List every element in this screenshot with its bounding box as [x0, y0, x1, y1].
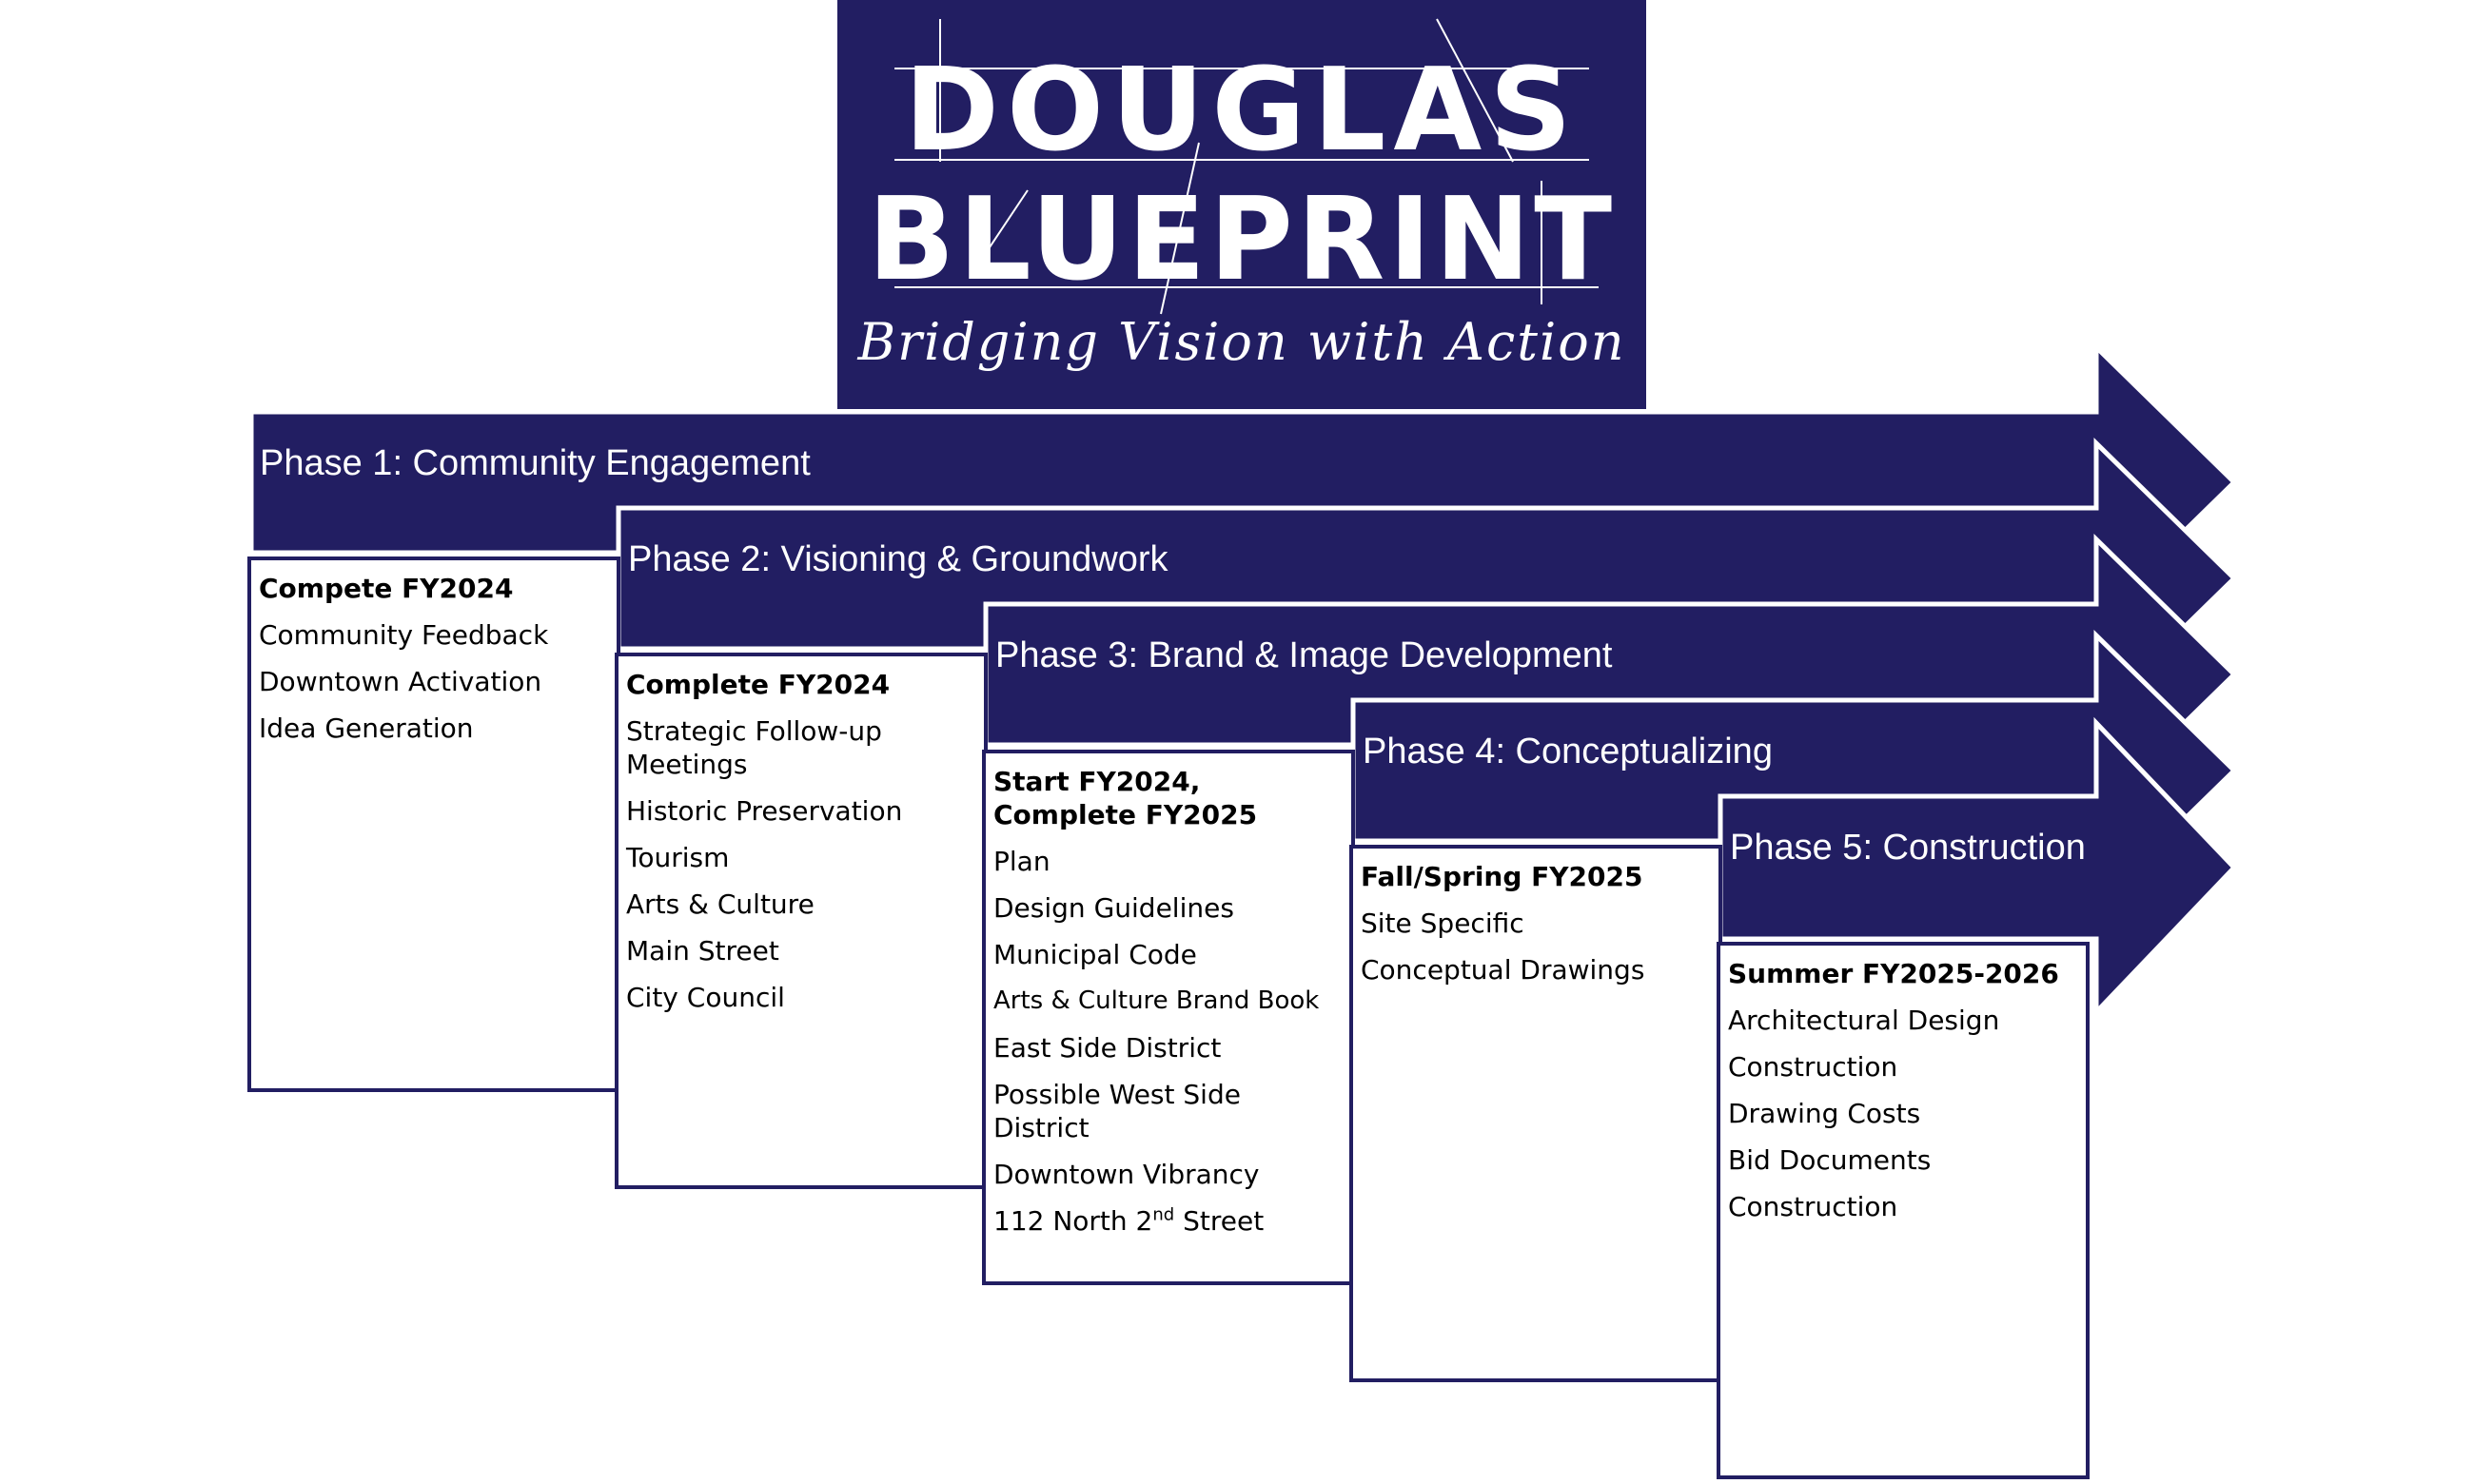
phase-5-item: Architectural Design	[1728, 1005, 2000, 1036]
phase-2-item: Arts & Culture	[626, 888, 815, 920]
phase-1-title: Phase 1: Community Engagement	[260, 443, 811, 483]
phase-1-status: Compete FY2024	[259, 573, 514, 604]
phase-3-details: Start FY2024, Complete FY2025 Plan Desig…	[982, 750, 1355, 1285]
phase-2-item: Strategic Follow-up Meetings	[626, 715, 882, 780]
phase-3-item: Downtown Vibrancy	[993, 1159, 1260, 1190]
blueprint-sketch-lines	[894, 18, 1599, 315]
phase-1-item: Downtown Activation	[259, 666, 542, 697]
douglas-blueprint-logo: DOUGLAS BLUEPRINT Bridging Vision with A…	[837, 0, 1646, 409]
phase-5-item: Construction	[1728, 1051, 1898, 1083]
phase-4-title: Phase 4: Conceptualizing	[1363, 732, 1773, 771]
phase-2-details: Complete FY2024 Strategic Follow-up Meet…	[615, 653, 988, 1189]
phase-3-status: Start FY2024, Complete FY2025	[993, 766, 1258, 830]
phase-1-item: Community Feedback	[259, 619, 549, 651]
phase-5-status: Summer FY2025-2026	[1728, 958, 2059, 989]
logo-word-blueprint: BLUEPRINT	[867, 174, 1617, 306]
phase-2-item: Main Street	[626, 935, 779, 967]
phase-5-arrow	[1718, 716, 2238, 1019]
phase-1-item: Idea Generation	[259, 713, 474, 744]
phase-2-title: Phase 2: Visioning & Groundwork	[628, 539, 1168, 579]
phase-3-item: Possible West Side District	[993, 1079, 1241, 1143]
phase-1-details: Compete FY2024 Community Feedback Downto…	[247, 556, 620, 1092]
phase-3-item: Design Guidelines	[993, 892, 1234, 924]
phase-4-item: Conceptual Drawings	[1361, 954, 1645, 986]
phase-3-item: Arts & Culture Brand Book	[993, 986, 1320, 1015]
phase-2-item: Historic Preservation	[626, 795, 903, 827]
phase-5-item: Drawing Costs	[1728, 1098, 1921, 1129]
phase-4-item: Site Specific	[1361, 908, 1524, 939]
phase-3-title: Phase 3: Brand & Image Development	[995, 635, 1613, 675]
phase-3-item-address: 112 North 2nd Street	[993, 1204, 1265, 1237]
phase-5-title: Phase 5: Construction	[1730, 828, 2086, 868]
phase-4-status: Fall/Spring FY2025	[1361, 861, 1643, 892]
phase-2-status: Complete FY2024	[626, 669, 891, 700]
phase-3-item: East Side District	[993, 1032, 1222, 1064]
phase-5-details: Summer FY2025-2026 Architectural Design …	[1717, 942, 2090, 1479]
logo-tagline: Bridging Vision with Action	[857, 312, 1626, 372]
phase-2-item: Tourism	[626, 842, 730, 873]
phase-3-item: Plan	[993, 846, 1050, 877]
phase-4-details: Fall/Spring FY2025 Site Specific Concept…	[1349, 845, 1722, 1382]
phase-2-item: City Council	[626, 982, 785, 1013]
phase-3-item: Municipal Code	[993, 939, 1197, 970]
phase-5-item: Construction	[1728, 1191, 1898, 1222]
phase-5-item: Bid Documents	[1728, 1144, 1932, 1176]
logo-word-douglas: DOUGLAS	[904, 45, 1580, 177]
